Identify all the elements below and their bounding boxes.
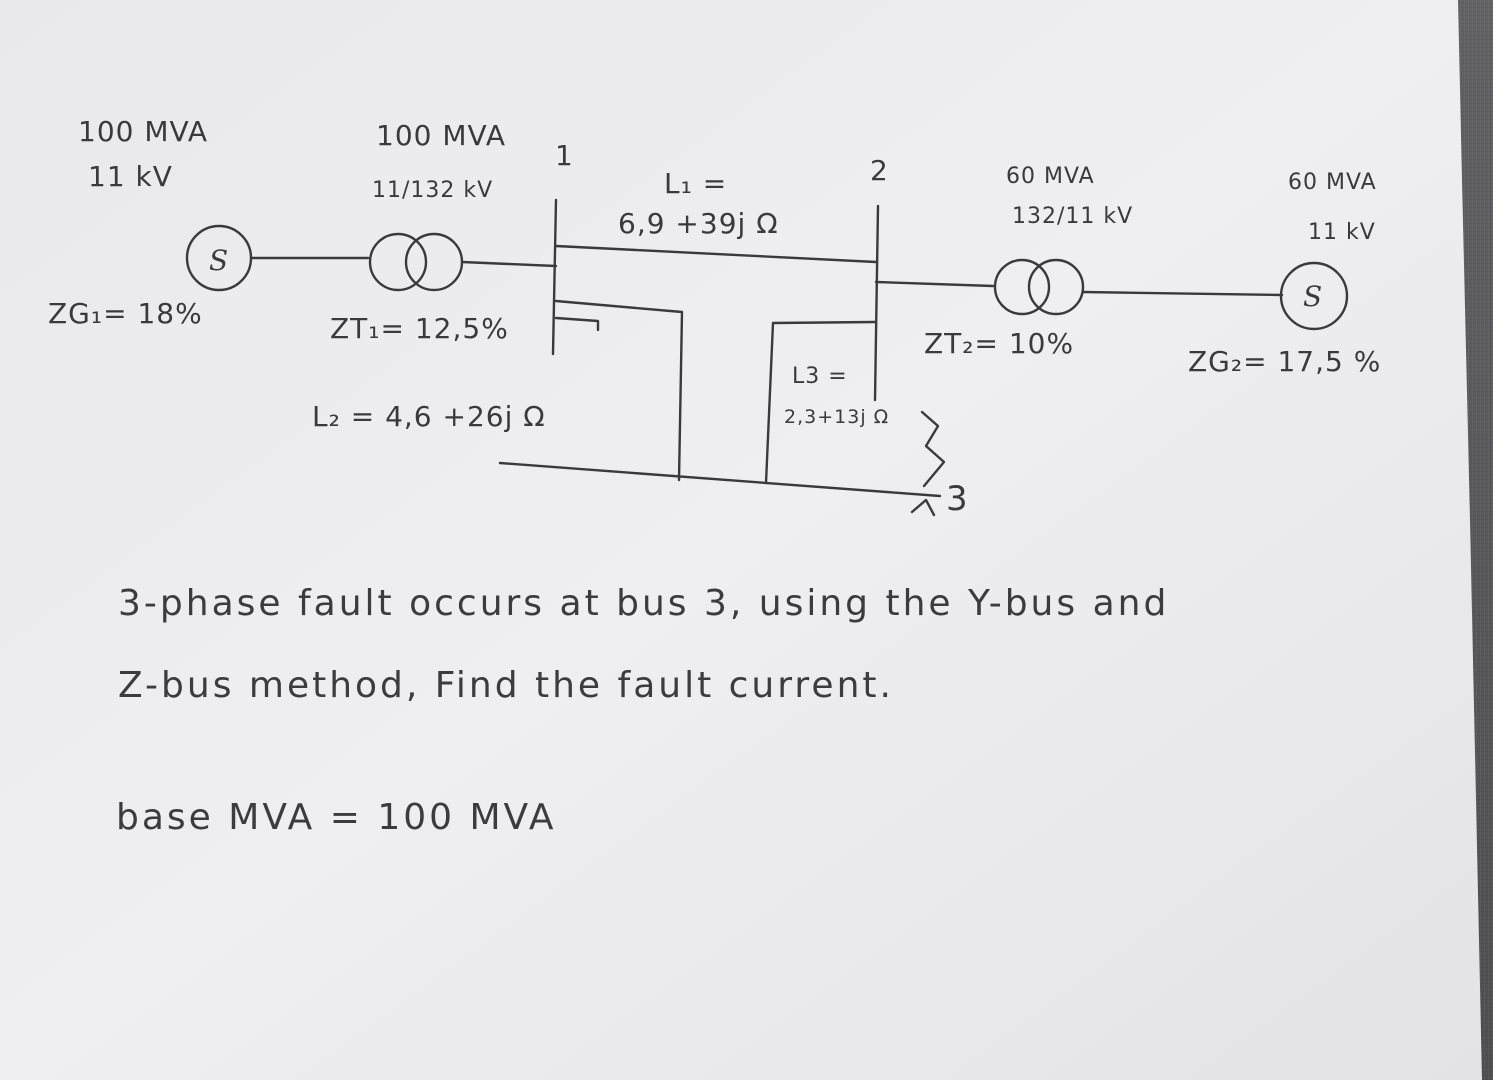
line3-value: 2,3+13j Ω (784, 406, 890, 428)
connector-t1-bus1 (460, 260, 558, 268)
trafo1-impedance: ZT₁= 12,5% (330, 312, 509, 345)
bus1-label: 1 (555, 139, 574, 172)
line-1 (554, 244, 878, 264)
bus2-label: 2 (870, 154, 889, 187)
line-3 (764, 320, 877, 485)
gen1-rating: 100 MVA (78, 115, 209, 148)
trafo2-rating: 60 MVA (1006, 164, 1095, 189)
gen2-impedance: ZG₂= 17,5 % (1188, 345, 1382, 378)
bus3-label: 3 (946, 479, 970, 519)
transformer-2-secondary (1027, 258, 1085, 316)
fault-symbol (920, 410, 946, 488)
gen1-voltage: 11 kV (88, 160, 173, 193)
trafo2-impedance: ZT₂= 10% (924, 327, 1075, 360)
transformer-2-primary (993, 258, 1051, 316)
transformer-1-secondary (404, 232, 464, 292)
line1-value: 6,9 +39j Ω (618, 207, 779, 240)
line2-label: L₂ = 4,6 +26j Ω (312, 400, 546, 433)
base-mva: base MVA = 100 MVA (116, 797, 557, 838)
line3-name: L3 = (792, 364, 848, 389)
gen1-impedance: ZG₁= 18% (48, 297, 203, 330)
connector-bus2-t2 (874, 280, 995, 288)
line1-name: L₁ = (664, 167, 728, 200)
bus-3-bar (498, 461, 942, 498)
gen2-voltage: 11 kV (1308, 220, 1376, 245)
connector-t2-g2 (1081, 290, 1284, 297)
fault-arrowhead (910, 498, 936, 517)
generator-2-symbol (1279, 261, 1349, 331)
bus-1-bar (551, 198, 558, 356)
gen2-rating: 60 MVA (1288, 170, 1377, 195)
question-line-1: 3-phase fault occurs at bus 3, using the… (118, 583, 1170, 624)
trafo1-voltage: 11/132 kV (372, 178, 494, 203)
trafo1-rating: 100 MVA (376, 119, 507, 152)
generator-2-glyph-group: S (1303, 280, 1322, 313)
generator-1-glyph-group: S (209, 244, 228, 277)
bus-2-bar (873, 204, 880, 402)
line-2-overstroke (554, 316, 600, 332)
transformer-1-primary (368, 232, 428, 292)
generator-2-glyph: S (1303, 280, 1322, 313)
generator-1-glyph: S (209, 244, 228, 277)
trafo2-voltage: 132/11 kV (1012, 204, 1134, 229)
question-line-2: Z-bus method, Find the fault current. (118, 665, 894, 706)
line-2 (554, 299, 684, 482)
